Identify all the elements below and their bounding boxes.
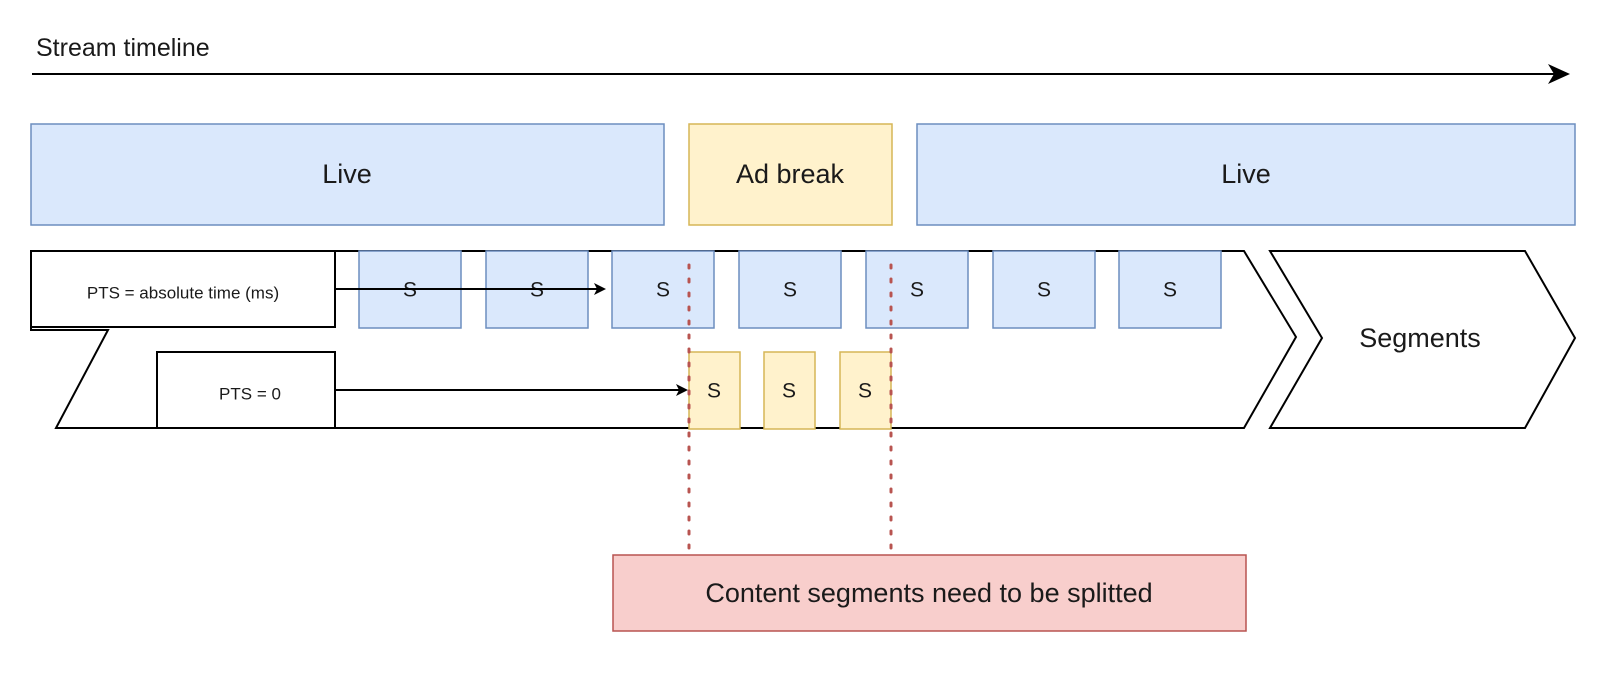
note-box: Content segments need to be splitted [612, 554, 1247, 632]
live-segment: S [992, 250, 1096, 329]
live-block-label: Live [1221, 159, 1271, 189]
segment-label: S [910, 279, 924, 302]
live-segment: S [1118, 250, 1222, 329]
pts-zero-box: PTS = 0 [156, 351, 336, 429]
ad-segment: S [839, 351, 892, 430]
live-block: Live [916, 123, 1576, 226]
segments-label: Segments [1359, 323, 1481, 353]
segments-track [30, 250, 1298, 429]
pts-absolute-box: PTS = absolute time (ms) [30, 250, 336, 328]
timeline-arrowhead [1548, 64, 1570, 84]
segment-label: S [656, 279, 670, 302]
note-label: Content segments need to be splitted [705, 578, 1152, 608]
ad-break-label: Ad break [736, 159, 845, 189]
segment-label: S [1037, 279, 1051, 302]
live-block-label: Live [322, 159, 372, 189]
segment-label: S [858, 380, 872, 403]
timeline-title: Stream timeline [36, 34, 210, 62]
segment-label: S [782, 380, 796, 403]
live-segment: S [738, 250, 842, 329]
ad-segment: S [688, 351, 741, 430]
live-block: Live [30, 123, 665, 226]
live-segment: S [865, 250, 969, 329]
ad-break-block: Ad break [688, 123, 893, 226]
segment-label: S [707, 380, 721, 403]
pts-absolute-label: PTS = absolute time (ms) [87, 284, 279, 303]
segment-label: S [783, 279, 797, 302]
segments-chevron: Segments [1268, 250, 1577, 429]
segment-label: S [1163, 279, 1177, 302]
live-segment: S [611, 250, 715, 329]
ad-segment: S [763, 351, 816, 430]
pts-zero-label: PTS = 0 [219, 385, 281, 404]
